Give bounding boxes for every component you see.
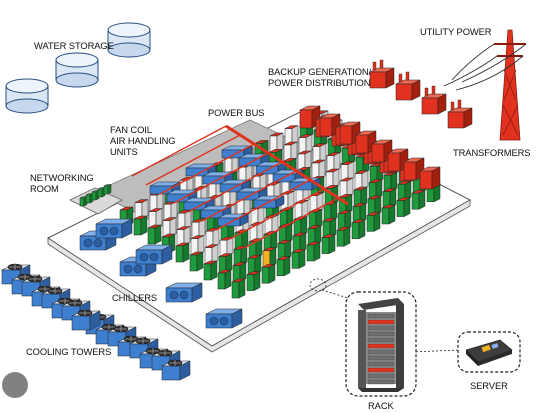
transformer — [422, 94, 446, 114]
rack-unit — [412, 190, 425, 209]
label-water-storage: WATER STORAGE — [34, 40, 114, 51]
rack-unit — [178, 210, 191, 229]
rack-unit — [134, 216, 147, 235]
transformers — [370, 60, 472, 128]
rack-unit — [176, 243, 189, 262]
label-server: SERVER — [470, 380, 508, 391]
rack-unit — [337, 227, 350, 246]
rack-unit — [262, 264, 275, 283]
rack-unit — [150, 192, 163, 211]
water-tank — [108, 23, 150, 57]
water-tank — [6, 79, 48, 113]
rack-unit — [204, 261, 217, 280]
rack-unit — [292, 249, 305, 268]
rack-unit — [352, 220, 365, 239]
rack-unit — [263, 248, 276, 267]
rack-unit — [277, 257, 290, 276]
rack-unit — [218, 270, 231, 289]
rack-unit — [367, 212, 380, 231]
rack-unit — [323, 218, 336, 237]
rack-unit — [384, 172, 397, 191]
lens-icon[interactable] — [2, 372, 28, 398]
label-backup-line2: POWER DISTRIBUTION — [268, 77, 370, 88]
transformer — [448, 108, 472, 128]
label-fan-coil-line2: AIR HANDLING — [110, 135, 175, 146]
rack-unit — [382, 205, 395, 224]
rack-unit — [206, 228, 219, 247]
network-rack — [104, 185, 111, 195]
chiller — [136, 245, 172, 264]
rack-unit — [397, 198, 410, 217]
water-tank — [56, 53, 98, 87]
water-tanks — [6, 23, 150, 113]
chiller — [206, 309, 242, 328]
label-rack: RACK — [368, 400, 394, 411]
rack-illustration — [358, 298, 404, 392]
label-networking-line1: NETWORKING — [30, 172, 94, 183]
label-chillers: CHILLERS — [112, 292, 157, 303]
label-utility-power: UTILITY POWER — [420, 26, 491, 37]
chiller — [96, 219, 132, 238]
utility-tower — [494, 30, 526, 140]
label-networking-line2: ROOM — [30, 183, 59, 194]
label-fan-coil-line1: FAN COIL — [110, 124, 152, 135]
rack-unit — [232, 279, 245, 298]
label-power-bus: POWER BUS — [208, 107, 264, 118]
label-transformers: TRANSFORMERS — [453, 147, 530, 158]
generator — [420, 167, 440, 189]
transformer — [396, 80, 420, 100]
label-backup-line1: BACKUP GENERATION/ — [268, 66, 371, 77]
label-cooling-towers: COOLING TOWERS — [26, 346, 111, 357]
callout-line-server — [412, 350, 458, 352]
rack-unit — [190, 252, 203, 271]
callout-line — [322, 290, 348, 298]
rack-unit — [307, 242, 320, 261]
rack-unit — [398, 181, 411, 200]
rack-unit — [164, 201, 177, 220]
transformer — [370, 68, 394, 88]
rack-unit — [148, 225, 161, 244]
rack-unit — [322, 235, 335, 254]
label-fan-coil-line3: UNITS — [110, 146, 138, 157]
rack-unit — [192, 219, 205, 238]
rack-unit — [353, 203, 366, 222]
rack-unit — [247, 272, 260, 291]
chiller — [166, 283, 202, 302]
